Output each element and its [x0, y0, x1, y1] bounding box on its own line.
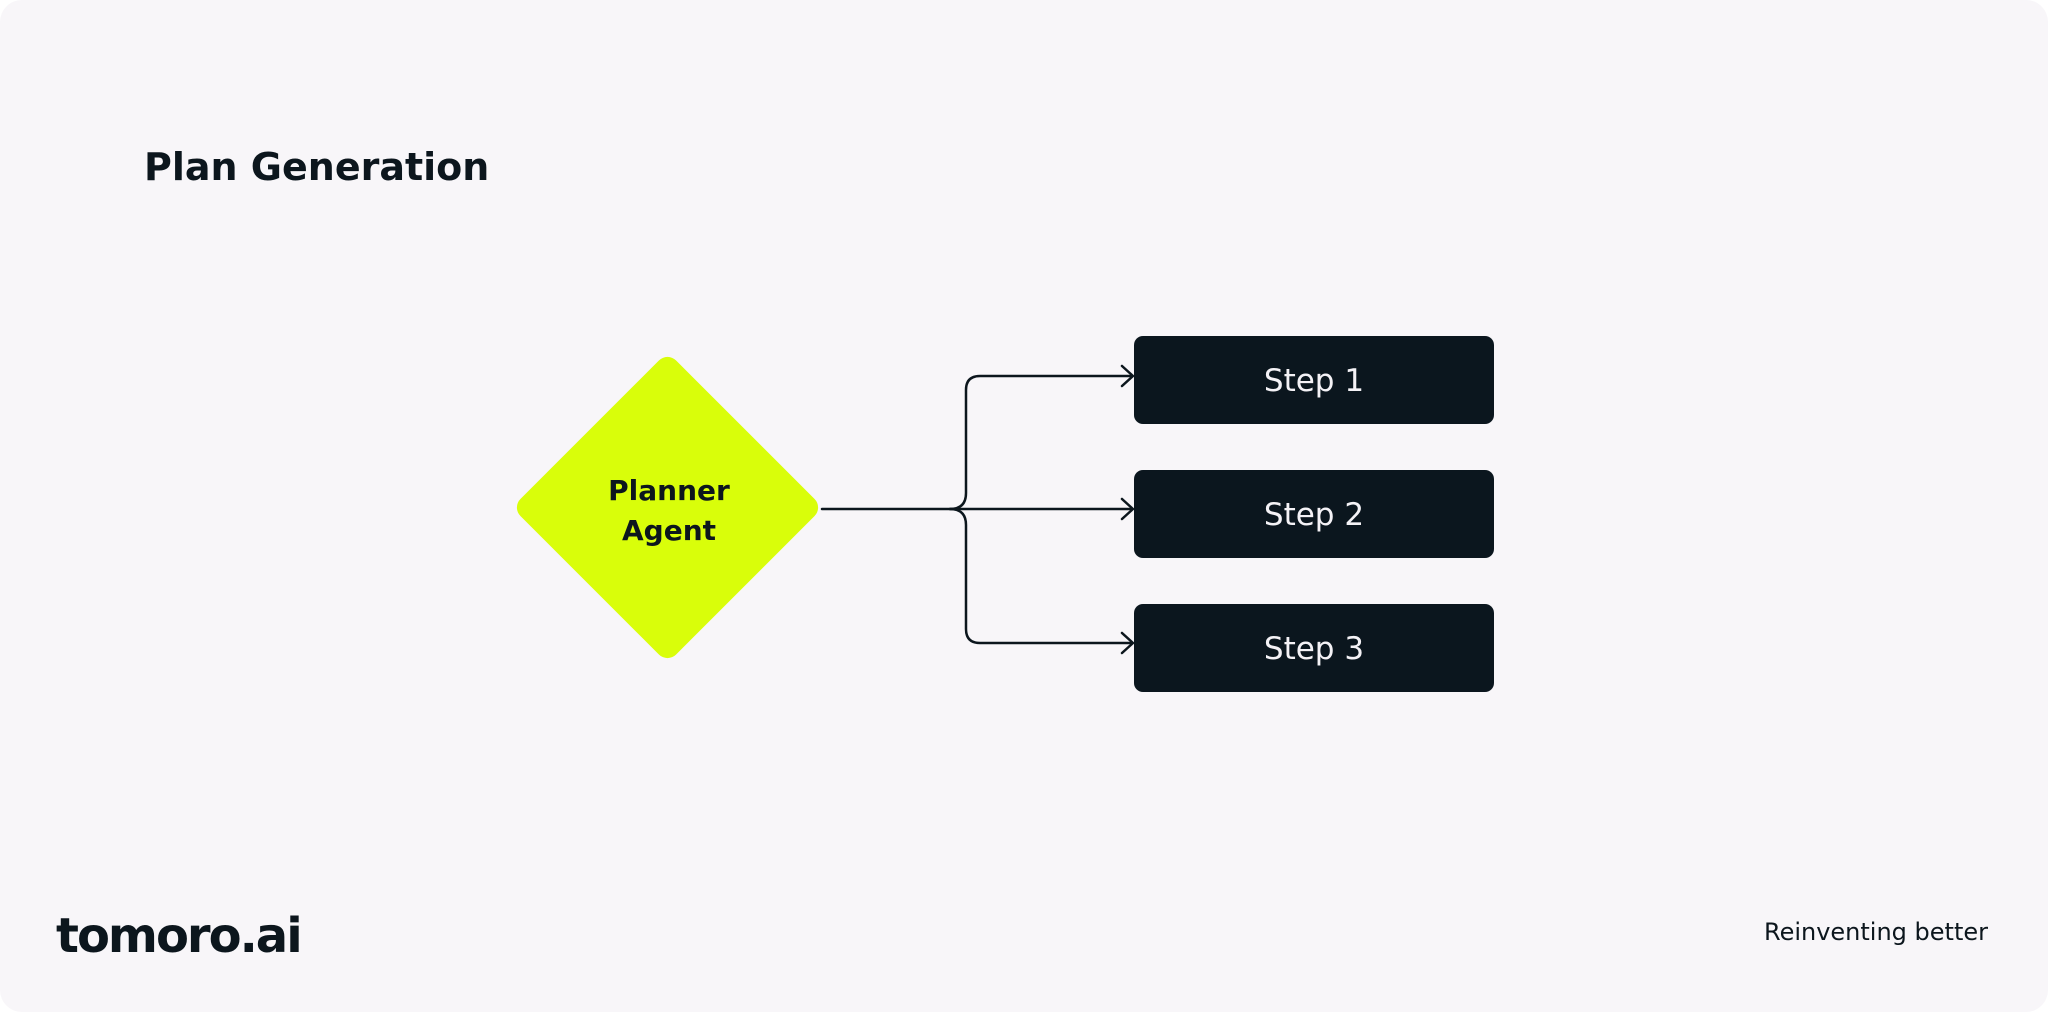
step-2-label: Step 2 — [1264, 497, 1364, 533]
connectors — [820, 364, 1135, 655]
planner-agent-label-line1: Planner — [608, 474, 730, 507]
arrowhead-step-1 — [1120, 364, 1135, 388]
step-3-label: Step 3 — [1264, 631, 1364, 667]
step-3-box — [1134, 604, 1494, 692]
step-1-box — [1134, 336, 1494, 424]
company-logo: tomoro.ai — [56, 908, 303, 964]
planner-agent-node: Planner Agent — [516, 356, 819, 659]
page-title: Plan Generation — [144, 145, 490, 189]
arrowhead-step-3 — [1120, 631, 1135, 655]
step-3-node: Step 3 — [1134, 604, 1494, 692]
step-2-box — [1134, 470, 1494, 558]
step-2-node: Step 2 — [1134, 470, 1494, 558]
step-1-node: Step 1 — [1134, 336, 1494, 424]
connector-to-step-1 — [948, 374, 1134, 511]
planner-agent-diamond — [516, 356, 819, 659]
planner-agent-label-line2: Agent — [622, 514, 716, 547]
connector-to-step-3 — [948, 507, 1134, 645]
footer-tagline: Reinventing better — [1763, 918, 1988, 946]
arrowhead-step-2 — [1120, 497, 1135, 521]
step-1-label: Step 1 — [1264, 363, 1364, 399]
